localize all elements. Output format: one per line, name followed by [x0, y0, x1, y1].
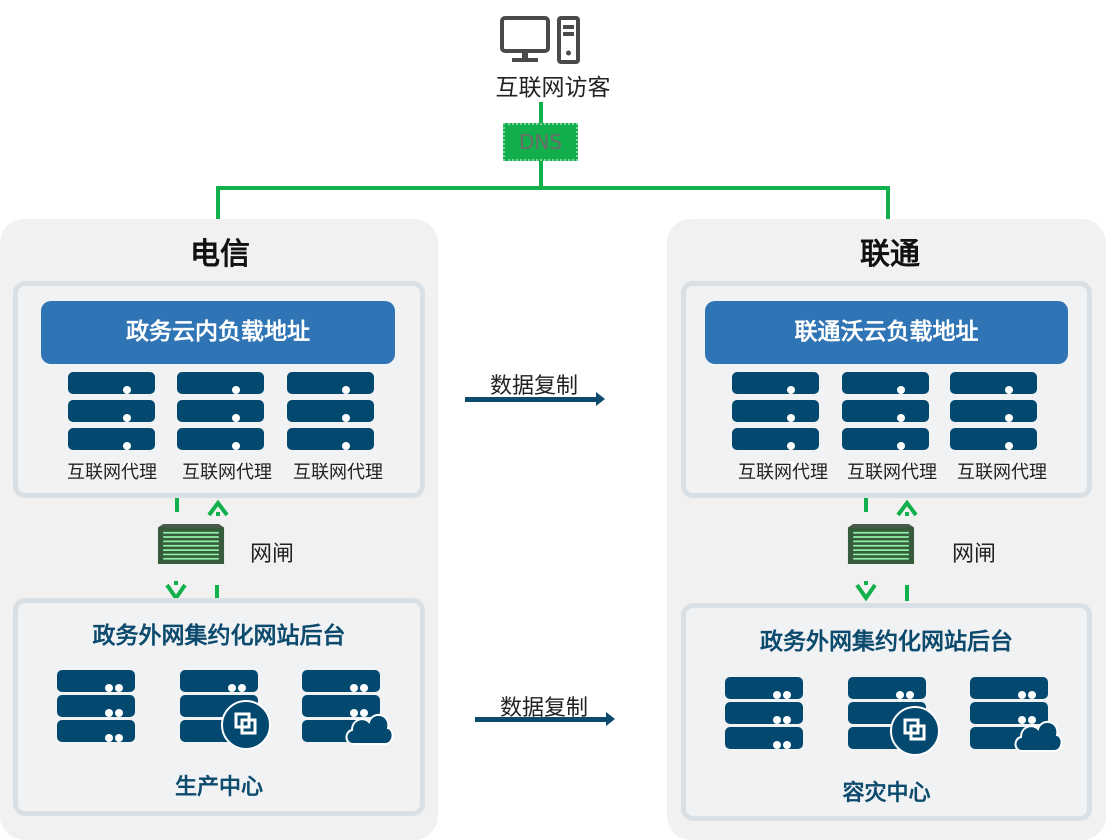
cloud-icon	[345, 713, 394, 745]
bus-to-telecom-line	[216, 186, 220, 220]
region-title-unicom: 联通	[860, 237, 920, 272]
desktop-computer-icon	[500, 16, 580, 64]
server-rack-icon	[950, 428, 1037, 469]
gateway-down-dash	[215, 585, 219, 599]
dns-node: DNS	[503, 123, 578, 161]
server-rack-icon	[950, 400, 1037, 441]
server-rack-icon	[68, 428, 155, 469]
arrow-up-icon	[207, 499, 229, 517]
network-gatekeeper-icon	[157, 524, 225, 564]
proxy-label: 互联网代理	[957, 462, 1047, 483]
server-rack-icon	[177, 428, 264, 469]
server-rack-icon	[180, 670, 258, 692]
replication-label: 数据复制	[500, 696, 589, 721]
visitor-to-dns-line	[539, 102, 543, 124]
proxy-label: 互联网代理	[182, 462, 272, 483]
server-rack-icon	[842, 372, 929, 413]
server-rack-icon	[57, 695, 135, 717]
server-rack-icon	[725, 702, 803, 724]
server-rack-icon	[287, 372, 374, 413]
backend-title-unicom: 政务外网集约化网站后台	[760, 629, 1013, 655]
server-rack-icon	[725, 677, 803, 699]
gateway-up-dash	[864, 498, 868, 512]
load-balancer-unicom: 联通沃云负载地址	[705, 301, 1068, 364]
bus-to-unicom-line	[886, 186, 890, 220]
server-rack-icon	[732, 428, 819, 469]
server-rack-icon	[848, 677, 926, 699]
server-rack-icon	[57, 720, 135, 742]
gateway-label: 网闸	[250, 542, 295, 567]
server-rack-icon	[970, 702, 1048, 724]
server-rack-icon	[302, 695, 380, 717]
proxy-label: 互联网代理	[67, 462, 157, 483]
gateway-up-dash	[175, 498, 179, 512]
replication-label: 数据复制	[490, 374, 579, 399]
server-rack-icon	[177, 372, 264, 413]
backend-title-telecom: 政务外网集约化网站后台	[92, 623, 346, 649]
server-rack-icon	[287, 400, 374, 441]
gateway-down-dash	[905, 585, 909, 601]
proxy-label: 互联网代理	[293, 462, 383, 483]
server-rack-icon	[732, 372, 819, 413]
replication-arrow	[465, 392, 605, 406]
server-rack-icon	[57, 670, 135, 692]
server-rack-icon	[842, 428, 929, 469]
server-rack-icon	[68, 372, 155, 413]
copy-badge-icon	[221, 700, 271, 750]
proxy-label: 互联网代理	[847, 462, 937, 483]
server-rack-icon	[725, 727, 803, 749]
server-rack-icon	[842, 400, 929, 441]
network-gatekeeper-icon	[847, 524, 915, 564]
arrow-down-icon	[855, 581, 877, 602]
load-balancer-telecom: 政务云内负载地址	[41, 301, 395, 364]
dns-to-bus-line	[539, 161, 543, 188]
server-rack-icon	[732, 400, 819, 441]
copy-badge-icon	[890, 706, 940, 756]
dns-bus-line	[216, 186, 890, 190]
server-rack-icon	[68, 400, 155, 441]
internet-visitor-label: 互联网访客	[495, 75, 611, 101]
server-rack-icon	[177, 400, 264, 441]
cloud-icon	[1014, 720, 1063, 752]
center-label-disaster-recovery: 容灾中心	[842, 781, 931, 806]
gateway-label: 网闸	[952, 542, 997, 567]
server-rack-icon	[287, 428, 374, 469]
server-rack-icon	[302, 670, 380, 692]
replication-arrow	[475, 712, 615, 726]
center-label-production: 生产中心	[174, 775, 263, 800]
proxy-label: 互联网代理	[738, 462, 828, 483]
region-title-telecom: 电信	[190, 237, 250, 272]
server-rack-icon	[950, 372, 1037, 413]
server-rack-icon	[970, 677, 1048, 699]
arrow-up-icon	[896, 499, 918, 517]
